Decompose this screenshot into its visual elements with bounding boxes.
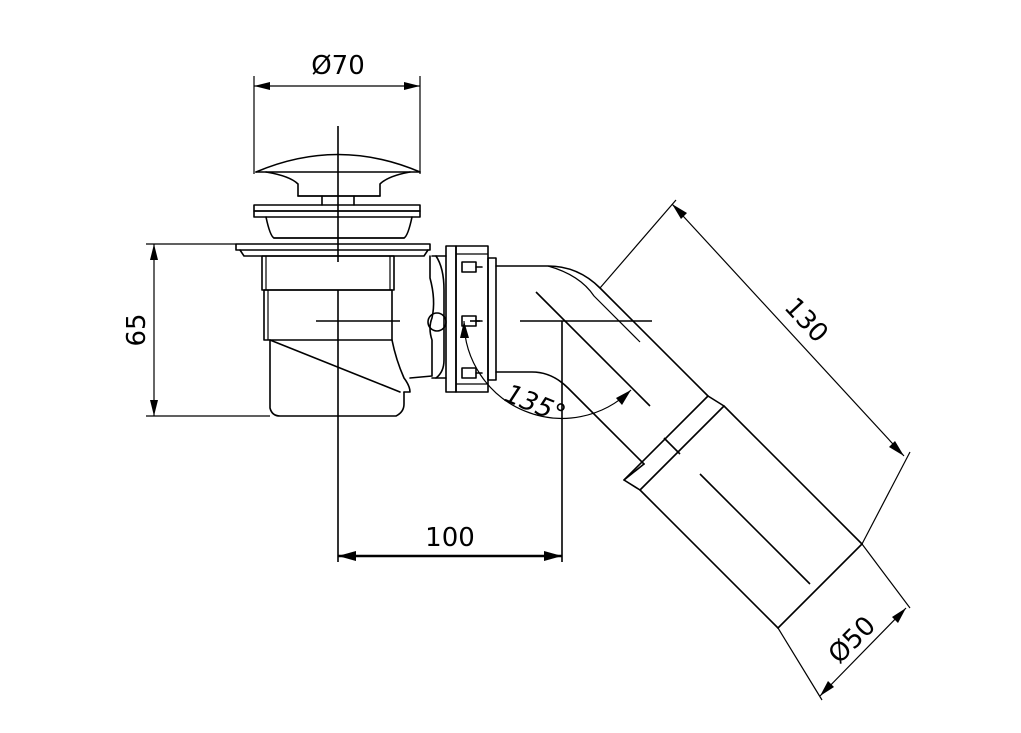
dimension-cover-diameter — [253, 76, 421, 174]
dimension-height — [146, 243, 270, 417]
dimension-angle — [460, 320, 632, 419]
dimension-label-height: 65 — [122, 313, 152, 346]
drain-body — [235, 243, 447, 417]
outlet-pipe — [623, 395, 863, 629]
drain-cover — [253, 153, 421, 239]
dimension-pipe-length — [599, 199, 911, 545]
dimension-label-pipe-diameter: Ø50 — [823, 611, 882, 670]
dimension-label-angle: 135° — [500, 379, 569, 430]
dimension-pipe-diameter — [777, 543, 911, 701]
union-nut — [445, 245, 497, 393]
outlet-elbow — [495, 265, 709, 465]
dimension-label-offset: 100 — [425, 523, 475, 553]
dimension-label-cover-diameter: Ø70 — [311, 51, 365, 81]
dimension-label-pipe-length: 130 — [778, 292, 834, 349]
center-lines — [316, 126, 811, 585]
dimension-offset — [338, 551, 562, 561]
